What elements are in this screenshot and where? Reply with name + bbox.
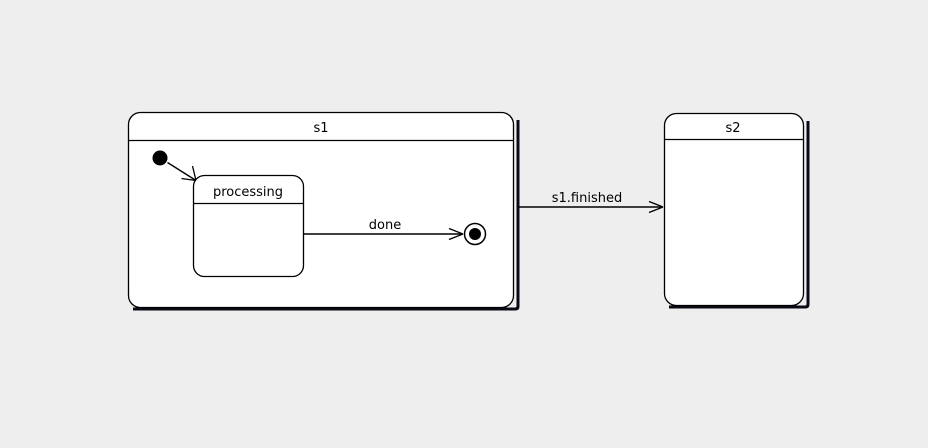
initial-transition-arrow[interactable] bbox=[167, 161, 197, 182]
transition-s1-finished-arrowhead bbox=[648, 200, 664, 214]
state-s2[interactable]: s2 bbox=[663, 112, 810, 309]
state-processing-title: processing bbox=[213, 185, 283, 200]
state-s2-body[interactable] bbox=[663, 112, 805, 307]
state-s2-title: s2 bbox=[725, 121, 740, 136]
state-processing[interactable]: processing bbox=[192, 174, 305, 278]
transition-done[interactable]: done bbox=[303, 218, 464, 241]
initial-pseudostate-icon[interactable] bbox=[152, 150, 168, 166]
transition-done-label: done bbox=[369, 218, 401, 233]
final-state-inner-dot bbox=[469, 228, 481, 240]
transition-s1-finished-label: s1.finished bbox=[552, 191, 622, 206]
final-state-icon[interactable] bbox=[463, 222, 487, 246]
state-processing-body[interactable] bbox=[192, 174, 305, 278]
initial-transition-line bbox=[167, 161, 197, 182]
state-s1-title: s1 bbox=[313, 121, 328, 136]
state-s1[interactable]: s1 processing done bbox=[127, 111, 520, 311]
transition-s1-finished[interactable]: s1.finished bbox=[518, 191, 664, 214]
initial-transition-arrowhead bbox=[181, 165, 197, 182]
transition-done-arrowhead bbox=[448, 227, 464, 241]
state-s1-body[interactable] bbox=[127, 111, 515, 309]
